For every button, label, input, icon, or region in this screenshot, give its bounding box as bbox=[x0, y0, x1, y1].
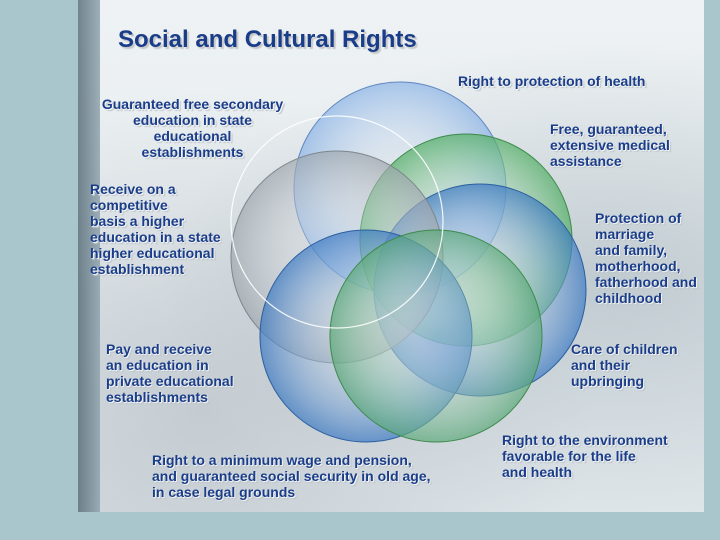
label-private-education: Pay and receive an education in private … bbox=[106, 341, 234, 405]
label-min-wage: Right to a minimum wage and pension, and… bbox=[152, 452, 431, 500]
label-environment: Right to the environment favorable for t… bbox=[502, 432, 668, 480]
label-secondary-education: Guaranteed free secondary education in s… bbox=[101, 96, 284, 160]
label-care-children: Care of children and their upbringing bbox=[571, 341, 678, 389]
circle-highlight bbox=[230, 115, 444, 329]
circle-environment bbox=[329, 229, 543, 443]
label-medical-assistance: Free, guaranteed, extensive medical assi… bbox=[550, 121, 670, 169]
label-health-protection: Right to protection of health bbox=[458, 73, 646, 89]
bottom-band bbox=[0, 512, 720, 540]
frame-left-bar bbox=[78, 0, 100, 512]
page-title: Social and Cultural Rights bbox=[118, 26, 417, 53]
label-higher-education: Receive on a competitive basis a higher … bbox=[90, 181, 221, 277]
label-marriage-family: Protection of marriage and family, mothe… bbox=[595, 210, 697, 306]
